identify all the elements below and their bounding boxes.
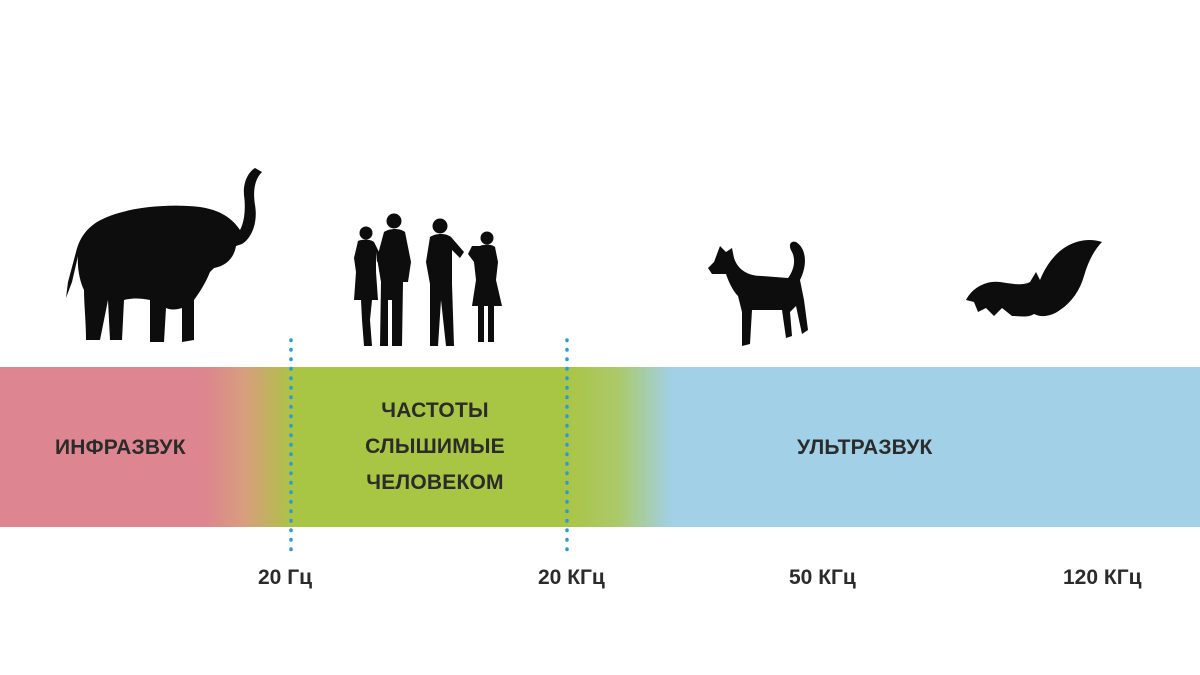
frequency-label-50khz: 50 КГц	[789, 566, 856, 589]
bat-icon	[966, 240, 1102, 317]
audible-label-line-1: ЧАСТОТЫ	[381, 399, 489, 422]
dog-icon	[708, 241, 808, 346]
people-icon	[354, 213, 502, 346]
elephant-icon	[66, 168, 262, 342]
audible-range-label: ЧАСТОТЫ СЛЫШИМЫЕ ЧЕЛОВЕКОМ	[330, 393, 540, 501]
audible-label-line-2: СЛЫШИМЫЕ	[365, 435, 505, 458]
ultrasound-label: УЛЬТРАЗВУК	[797, 436, 933, 459]
audible-label-line-3: ЧЕЛОВЕКОМ	[366, 471, 504, 494]
frequency-label-20khz: 20 КГц	[538, 566, 605, 589]
frequency-label-20hz: 20 Гц	[258, 566, 313, 589]
frequency-band	[0, 367, 1200, 527]
infrasound-label: ИНФРАЗВУК	[55, 436, 186, 459]
frequency-label-120khz: 120 КГц	[1063, 566, 1142, 589]
